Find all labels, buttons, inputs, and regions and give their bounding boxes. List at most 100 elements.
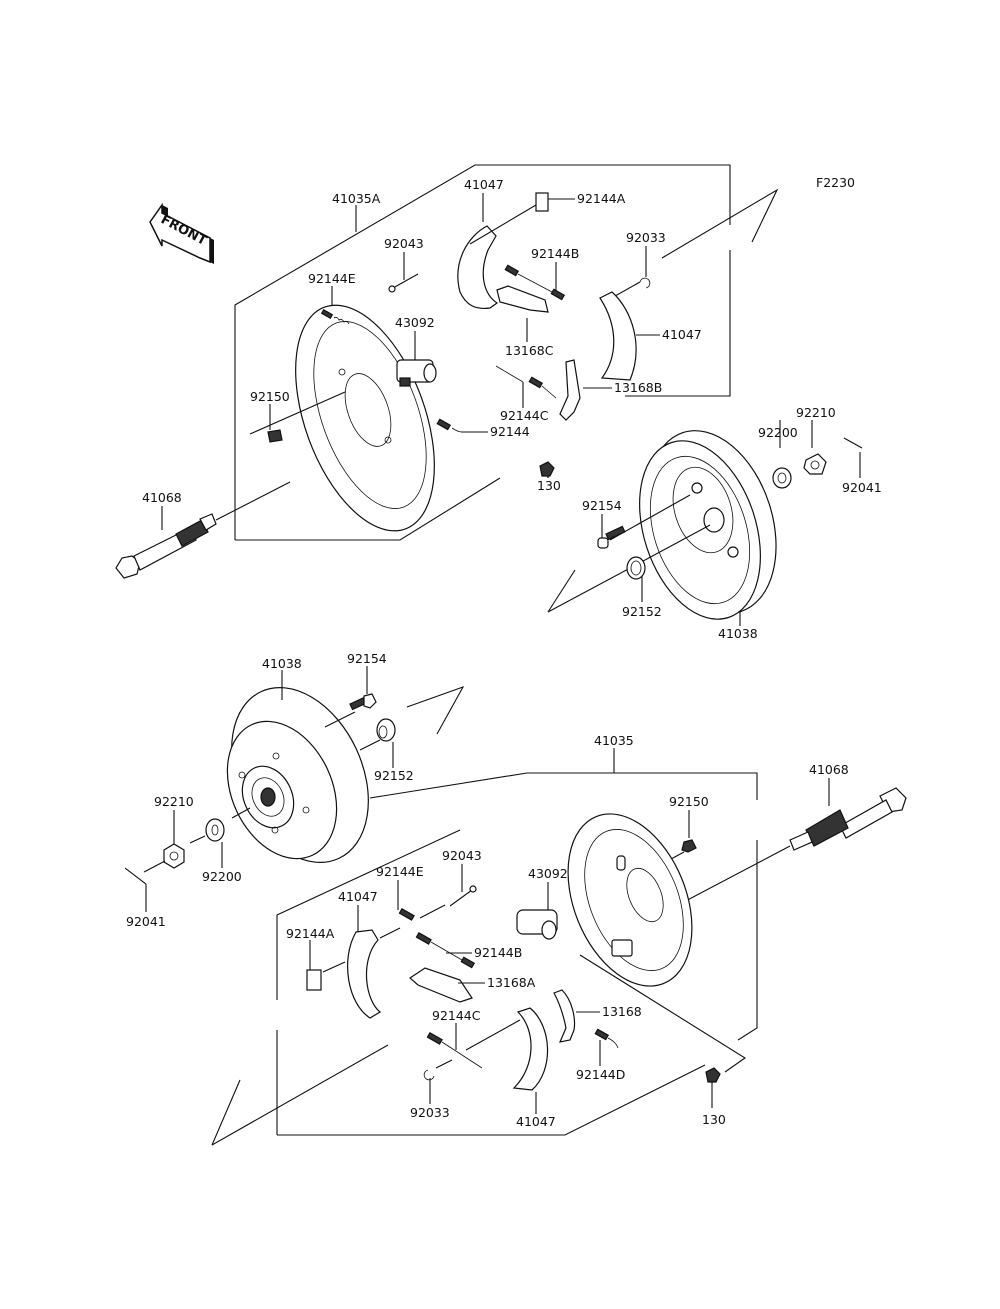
label-41047-lower-left: 41047 (338, 889, 378, 904)
bolt-130-part-upper (539, 461, 555, 478)
spring-92144D-part (594, 1028, 619, 1049)
seal-part-lower (376, 718, 396, 742)
label-92152-upper: 92152 (622, 604, 662, 619)
label-41038-lower: 41038 (262, 656, 302, 671)
label-41047-lower-bottom: 41047 (516, 1114, 556, 1129)
spring-92144-part (436, 418, 463, 433)
upper-assembly-frame-right (625, 250, 731, 397)
lower-assembly-frame-left (276, 829, 461, 1000)
label-92154-lower: 92154 (347, 651, 387, 666)
lower-assembly-frame-top (369, 772, 758, 800)
label-92144D: 92144D (576, 1067, 625, 1082)
lower-assembly-frame-right (737, 840, 758, 1041)
brake-shoe-part-lower-bottom (465, 1007, 549, 1091)
lower-guide-3 (579, 954, 746, 1073)
pin-part-lower (419, 885, 477, 919)
label-92144E-lower: 92144E (376, 864, 424, 879)
lever-part-13168B (559, 359, 581, 421)
label-92150-upper: 92150 (250, 389, 290, 404)
lower-assembly-frame-bottom (277, 1064, 706, 1136)
upper-labels: 41035A 41047 92144A 92043 92144E 92144B … (142, 177, 882, 641)
clip-part-lower (306, 961, 346, 991)
label-41068-lower: 41068 (809, 762, 849, 777)
wheel-cylinder-part (396, 359, 437, 387)
label-92041-lower: 92041 (126, 914, 166, 929)
washer-part-lower (189, 818, 225, 844)
spring-92144C-part-lower (426, 1031, 483, 1069)
label-41035A: 41035A (332, 191, 381, 206)
label-41038-upper: 41038 (718, 626, 758, 641)
wheel-cylinder-part-lower (516, 909, 558, 940)
spring-92144C-part (495, 365, 557, 399)
label-41047-right: 41047 (662, 327, 702, 342)
label-13168C: 13168C (505, 343, 554, 358)
spring-92144B-part-lower (415, 931, 476, 969)
lower-guide-2 (211, 1044, 389, 1146)
lower-labels: 41038 92154 92152 92210 92200 92041 4103… (126, 651, 849, 1129)
diagram-code: F2230 (816, 175, 855, 190)
label-92144A-lower: 92144A (286, 926, 335, 941)
label-92154-upper: 92154 (582, 498, 622, 513)
cotter-pin-part-lower (124, 867, 147, 885)
cotter-pin-part-upper (843, 437, 863, 449)
adjuster-lever-part-lower (409, 967, 473, 1003)
label-92144A-upper: 92144A (577, 191, 626, 206)
nut-part-upper (803, 453, 827, 475)
label-43092-lower: 43092 (528, 866, 568, 881)
lower-arrow-guide (406, 685, 465, 735)
brake-drum-part-lower (226, 686, 381, 864)
bolt-130-part-lower (705, 1067, 721, 1083)
bleeder-part-lower (659, 839, 697, 866)
brake-drum-part-upper (609, 430, 777, 620)
lower-guide-1 (211, 1079, 241, 1146)
label-92144C-upper: 92144C (500, 408, 549, 423)
spring-92144E-part (320, 308, 350, 325)
nut-part-lower (143, 843, 185, 873)
washer-part-upper (772, 467, 792, 489)
axle-part (115, 481, 291, 579)
label-92150-lower: 92150 (669, 794, 709, 809)
hub-bolt-part-lower (349, 693, 377, 711)
label-92043-lower: 92043 (442, 848, 482, 863)
lever-part-13168 (553, 989, 576, 1043)
label-92200-lower: 92200 (202, 869, 242, 884)
label-13168B: 13168B (614, 380, 662, 395)
upper-assembly: 41035A 41047 92144A 92043 92144E 92144B … (115, 164, 882, 641)
upper-assembly-frame-bottom (235, 477, 501, 541)
brake-shoe-part-upper (457, 225, 499, 310)
label-92210-lower: 92210 (154, 794, 194, 809)
label-92033-lower: 92033 (410, 1105, 450, 1120)
brake-shoe-part-right (599, 291, 637, 381)
lower-assembly: 41038 92154 92152 92210 92200 92041 4103… (124, 651, 907, 1146)
spring-92144E-part-lower (398, 907, 415, 921)
label-92152-lower: 92152 (374, 768, 414, 783)
axle-part-lower (677, 787, 907, 906)
label-92144B-upper: 92144B (531, 246, 579, 261)
bleeder-part (267, 429, 283, 443)
adjuster-lever-part-upper (496, 285, 549, 313)
hub-bolt-part-upper (597, 525, 626, 549)
label-43092-upper: 43092 (395, 315, 435, 330)
front-arrow-icon: FRONT (149, 202, 214, 264)
clip-part-upper (469, 192, 549, 245)
label-92144C-lower: 92144C (432, 1008, 481, 1023)
spring-92144B-part (504, 264, 566, 301)
label-41068-upper: 41068 (142, 490, 182, 505)
retainer-clip-part-lower (423, 1059, 453, 1081)
label-92144: 92144 (490, 424, 530, 439)
label-92033-upper: 92033 (626, 230, 666, 245)
label-92210-upper: 92210 (796, 405, 836, 420)
brake-shoe-part-lower-left (346, 927, 401, 1019)
label-92200-upper: 92200 (758, 425, 798, 440)
label-41047-upper: 41047 (464, 177, 504, 192)
backing-plate-part-lower (567, 813, 693, 987)
upper-arrow-guide (661, 188, 779, 259)
upper-assembly-frame (234, 164, 731, 540)
label-92041-upper: 92041 (842, 480, 882, 495)
label-130-upper: 130 (537, 478, 561, 493)
label-13168: 13168 (602, 1004, 642, 1019)
label-41035: 41035 (594, 733, 634, 748)
upper-drum-guide-2 (547, 569, 576, 613)
pin-part (388, 273, 419, 293)
